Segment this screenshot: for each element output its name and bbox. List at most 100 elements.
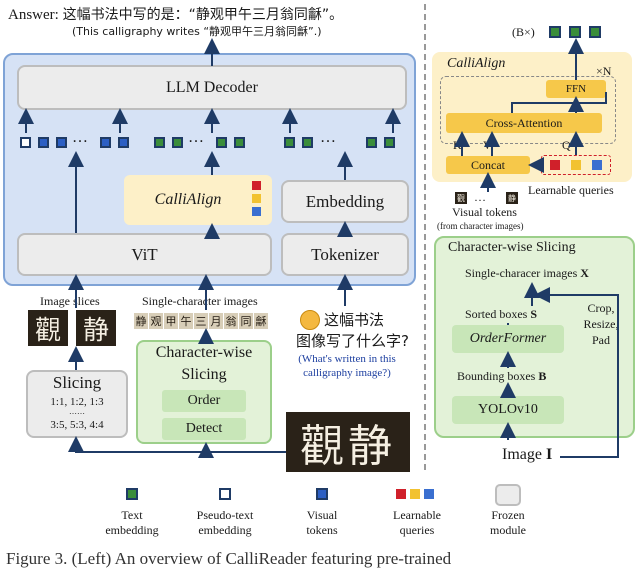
cws-detail-title: Character-wise Slicing — [448, 240, 576, 255]
question-cn-1: 这幅书法 — [324, 311, 385, 329]
repeat-label: ×N — [596, 64, 612, 78]
divider — [424, 4, 426, 470]
char-strip: 静观甲午三月翁同龢 — [134, 313, 274, 329]
question-en-2: calligraphy image?) — [303, 367, 391, 379]
figure-caption: Figure 3. (Left) An overview of CalliRea… — [6, 549, 452, 568]
token-ellipsis: … — [188, 129, 204, 146]
output-token — [549, 26, 561, 38]
slicing-ratio: …… — [69, 407, 85, 416]
query-yellow — [571, 160, 581, 170]
legend-label: Pseudo-text — [196, 508, 254, 522]
visual-token-thumb: 静 — [506, 192, 518, 204]
from-char-images-label: (from character images) — [437, 221, 524, 231]
query-blue — [592, 160, 602, 170]
token-visual — [118, 137, 129, 148]
legend-label: tokens — [306, 523, 338, 537]
token-text — [366, 137, 377, 148]
legend-swatch-blue — [424, 489, 434, 499]
token-text — [172, 137, 183, 148]
question-cn-2: 图像写了什么字? — [296, 332, 409, 350]
token-ellipsis: … — [72, 129, 88, 146]
answer-text: 这幅书法中写的是：“静观甲午三月翁同龢”。 — [62, 7, 344, 23]
ffn-module: FFN — [546, 80, 606, 98]
single-char-image: 同 — [239, 313, 253, 329]
answer-line: Answer: 这幅书法中写的是：“静观甲午三月翁同龢”。 — [8, 4, 343, 24]
visual-token-thumb: 觀 — [455, 192, 467, 204]
output-token — [569, 26, 581, 38]
tokenizer-module: Tokenizer — [281, 233, 409, 276]
concat-module: Concat — [446, 156, 530, 174]
token-row: … … … — [14, 129, 409, 153]
legend-swatch — [316, 488, 328, 500]
query-red — [550, 160, 560, 170]
single-char-image: 翁 — [224, 313, 238, 329]
vit-module: ViT — [17, 233, 272, 276]
image-slice: 静 — [76, 310, 116, 346]
token-text — [234, 137, 245, 148]
visual-tokens-label: Visual tokens — [452, 205, 517, 219]
legend-swatch-yellow — [410, 489, 420, 499]
token-text — [384, 137, 395, 148]
query-yellow — [252, 194, 261, 203]
single-char-label: Single-characer images X — [465, 266, 589, 280]
single-char-image: 甲 — [164, 313, 178, 329]
single-char-image: 观 — [149, 313, 163, 329]
legend-swatch-red — [396, 489, 406, 499]
detect-step: Detect — [162, 418, 246, 440]
input-calligraphy-image: 觀静 — [286, 412, 410, 472]
pad-label: Pad — [592, 333, 610, 347]
cross-attention-module: Cross-Attention — [446, 113, 602, 133]
legend: Text embedding Pseudo-text embedding Vis… — [0, 484, 640, 540]
output-label: (B×) — [512, 25, 535, 39]
crop-label: Crop, — [587, 301, 615, 315]
slicing-title: Slicing — [52, 373, 102, 392]
legend-label: embedding — [198, 523, 252, 537]
single-char-image: 月 — [209, 313, 223, 329]
sorted-boxes-label: Sorted boxes S — [465, 307, 538, 321]
token-ellipsis: … — [320, 129, 336, 146]
query-red — [252, 181, 261, 190]
token-text — [216, 137, 227, 148]
single-char-images-label: Single-character images — [142, 294, 258, 308]
token-visual — [100, 137, 111, 148]
question-en-1: (What's written in this — [298, 353, 396, 365]
image-slice: 觀 — [28, 310, 68, 346]
token-text — [154, 137, 165, 148]
cws-title-2: Slicing — [181, 366, 227, 383]
legend-label: module — [490, 523, 526, 537]
token-text — [284, 137, 295, 148]
char-wise-slicing-module: Character-wise Slicing Order Detect — [136, 340, 272, 444]
orderformer-module: OrderFormer — [452, 325, 564, 353]
q-label: Q — [562, 138, 571, 152]
slicing-ratio: 1:1, 1:2, 1:3 — [50, 396, 104, 408]
learnable-queries-label: Learnable queries — [528, 183, 614, 197]
answer-translation: (This calligraphy writes “静观甲午三月翁同龢”.) — [72, 25, 322, 38]
cws-title-1: Character-wise — [155, 344, 253, 361]
single-char-image: 三 — [194, 313, 208, 329]
legend-label: Learnable — [393, 508, 441, 522]
token-text — [302, 137, 313, 148]
legend-label: queries — [399, 523, 435, 537]
single-char-image: 龢 — [254, 313, 268, 329]
calli-align-module: CalliAlign — [124, 175, 272, 225]
single-char-image: 午 — [179, 313, 193, 329]
answer-prefix: Answer: — [8, 7, 59, 23]
output-token — [589, 26, 601, 38]
calli-align-title: CalliAlign — [447, 56, 506, 71]
yolo-module: YOLOv10 — [452, 396, 564, 424]
single-char-image: 静 — [134, 313, 148, 329]
legend-swatch — [219, 488, 231, 500]
legend-label: embedding — [105, 523, 159, 537]
repeat-block — [440, 76, 616, 144]
legend-label: Text — [121, 508, 143, 522]
query-blue — [252, 207, 261, 216]
resize-label: Resize, — [583, 317, 619, 331]
token-visual — [56, 137, 67, 148]
legend-swatch — [495, 484, 521, 506]
token-visual — [38, 137, 49, 148]
legend-label: Visual — [306, 508, 338, 522]
order-step: Order — [162, 390, 246, 412]
embedding-module: Embedding — [281, 180, 409, 223]
visual-token-ellipsis: … — [474, 190, 486, 204]
